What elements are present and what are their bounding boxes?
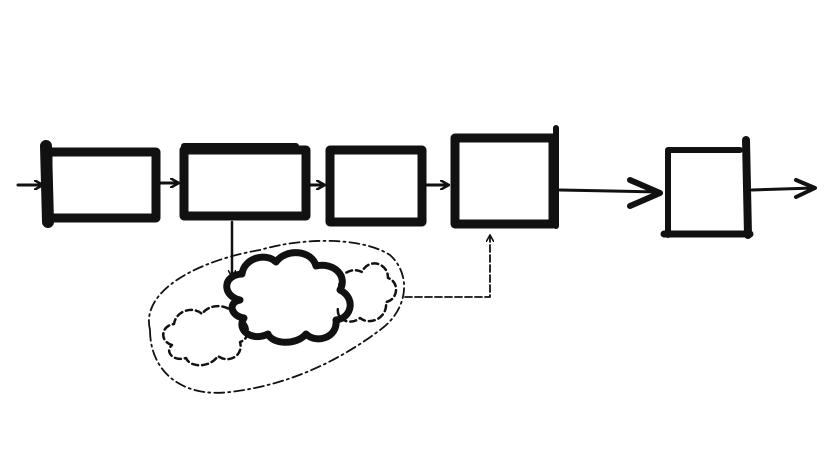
block-2 xyxy=(179,143,311,221)
block-1 xyxy=(40,140,161,228)
flow-arrows xyxy=(16,177,817,209)
arrow-output xyxy=(750,178,817,199)
arrow-4-5 xyxy=(558,177,663,209)
block-5 xyxy=(660,136,754,239)
arrow-cloud-to-block-4 xyxy=(404,236,490,298)
block-3 xyxy=(325,145,427,227)
block-4 xyxy=(450,125,559,229)
cloud-boundary xyxy=(148,239,405,394)
cloud-right-dashed xyxy=(336,262,398,323)
cloud-main xyxy=(223,249,354,346)
cloud-left-dashed xyxy=(162,305,249,367)
